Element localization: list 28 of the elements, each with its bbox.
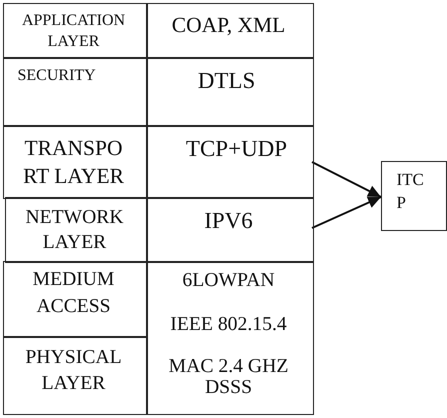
layer-name: TRANSPO RT LAYER [22, 134, 125, 190]
side-box [381, 161, 446, 230]
protocol-name: TCP+UDP [186, 134, 288, 162]
layer-name: MEDIUM ACCESS [32, 268, 116, 319]
layer-cell [3, 57, 148, 126]
protocol-cell [146, 125, 314, 198]
layer-cell [3, 125, 148, 198]
layer-name: APPLICATION LAYER [20, 11, 126, 52]
box-label: ITC P [396, 169, 425, 214]
protocol-cell [146, 261, 314, 414]
protocol-cell [146, 197, 314, 262]
protocol-name: 6LOWPAN [182, 268, 275, 292]
protocol-name: COAP, XML [172, 12, 286, 38]
protocol-name: IPV6 [204, 206, 253, 234]
protocol-name: DTLS [198, 66, 256, 94]
protocol-cell [146, 3, 314, 58]
arrow [312, 161, 382, 198]
protocol-name: MAC 2.4 GHZ DSSS [168, 356, 290, 398]
layer-name: NETWORK LAYER [24, 206, 124, 255]
layer-cell [5, 197, 148, 262]
arrow [312, 196, 382, 229]
layer-cell [3, 336, 148, 414]
layer-name: PHYSICAL LAYER [24, 344, 123, 396]
layer-cell [3, 261, 148, 338]
layer-name: SECURITY [18, 66, 96, 86]
layer-cell [3, 3, 148, 58]
protocol-name: IEEE 802.15.4 [170, 312, 287, 336]
protocol-cell [146, 57, 314, 126]
